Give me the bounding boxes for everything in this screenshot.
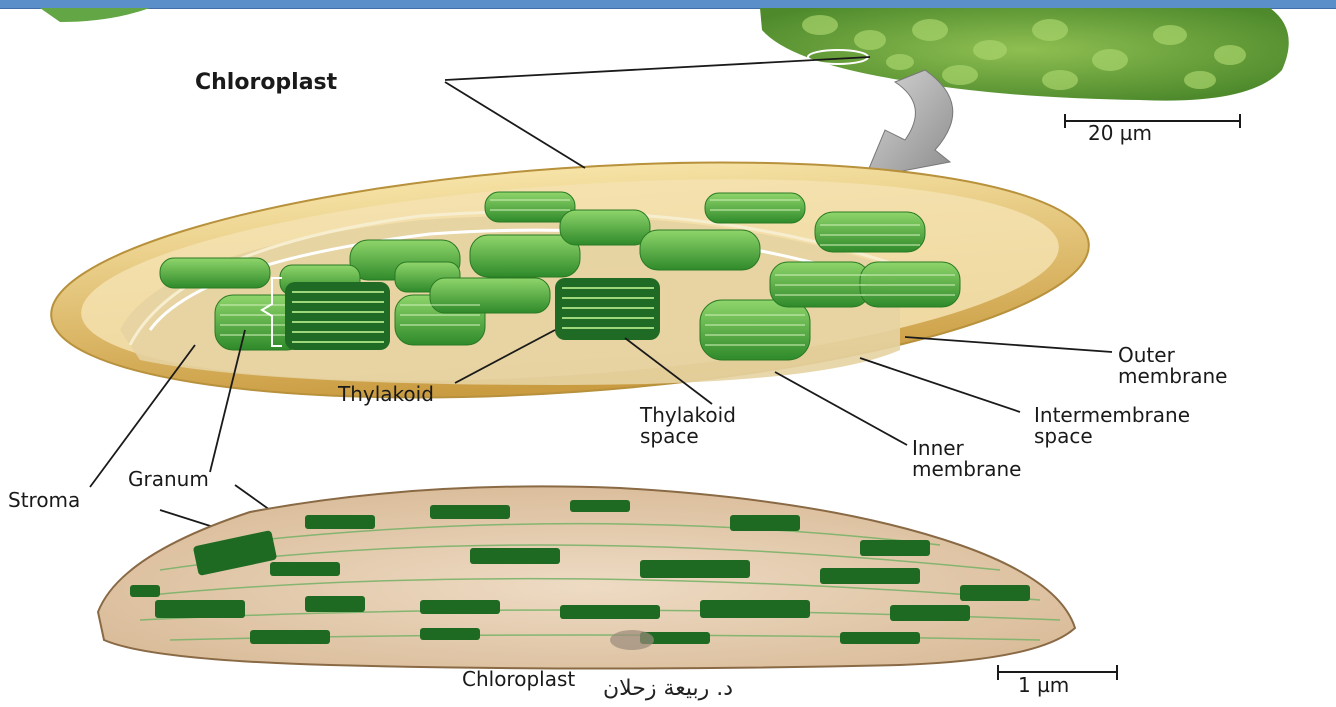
- label-thylakoid-space-line2: space: [640, 424, 699, 448]
- label-outer-membrane-line2: membrane: [1118, 364, 1227, 388]
- label-intermembrane-line2: space: [1034, 424, 1093, 448]
- label-thylakoid: Thylakoid: [337, 382, 434, 406]
- chloroplast-micrograph: [98, 486, 1075, 668]
- label-stroma: Stroma: [8, 488, 80, 512]
- label-chloroplast-top: Chloroplast: [195, 70, 338, 95]
- leaf-fragment: [40, 8, 150, 22]
- author-caption: د. ربيعة زحلان: [0, 676, 1336, 701]
- label-inner-membrane-line2: membrane: [912, 457, 1021, 481]
- label-scale-20um: 20 µm: [1088, 121, 1152, 145]
- plant-cell-image: [760, 8, 1289, 101]
- label-granum: Granum: [128, 467, 209, 491]
- zoom-arrow: [865, 70, 953, 178]
